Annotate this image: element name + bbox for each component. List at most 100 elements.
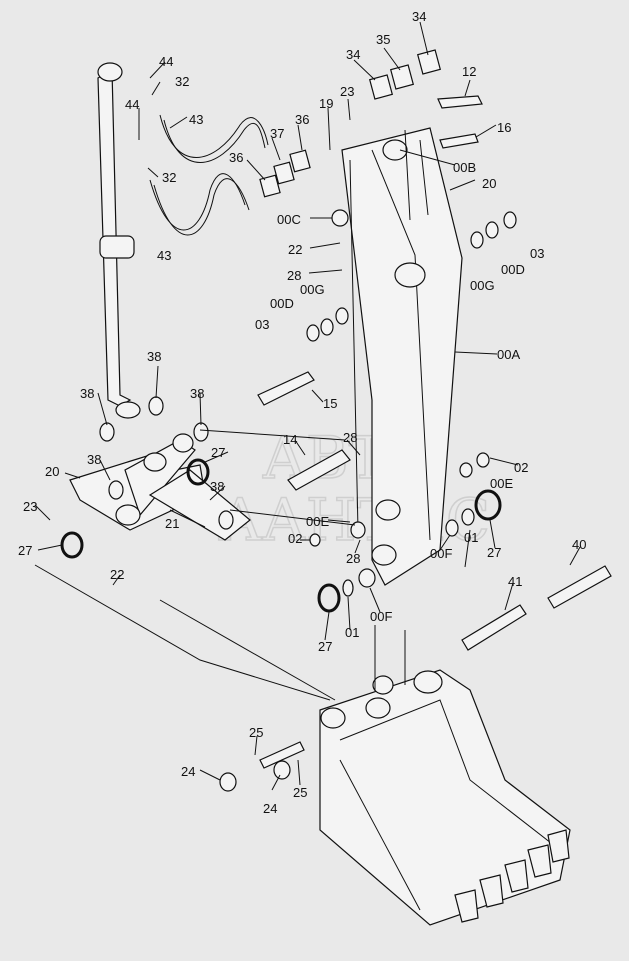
callout-01: 01 <box>464 530 478 545</box>
callout-01: 01 <box>345 625 359 640</box>
callouts: 34 35 34 12 16 44 32 44 43 19 23 37 36 3… <box>18 9 586 816</box>
bucket-shell <box>319 669 571 926</box>
pin-14 <box>287 449 351 491</box>
ring-00Fa <box>445 519 459 537</box>
ring-03a <box>306 324 320 342</box>
callout-00D: 00D <box>270 296 294 311</box>
ring-00Ga <box>335 307 349 325</box>
callout-27: 27 <box>487 545 501 560</box>
bucket-boss-2 <box>365 697 391 719</box>
callout-00E: 00E <box>306 514 329 529</box>
bucket-boss-3 <box>372 675 394 695</box>
washer-38e <box>218 510 234 530</box>
oring-27b <box>474 489 502 521</box>
callout-23: 23 <box>23 499 37 514</box>
bucket-cylinder <box>97 62 141 419</box>
callout-27: 27 <box>318 639 332 654</box>
callout-27: 27 <box>18 543 32 558</box>
callout-02: 02 <box>514 460 528 475</box>
callout-35: 35 <box>376 32 390 47</box>
callout-00E: 00E <box>490 476 513 491</box>
callout-36: 36 <box>295 112 309 127</box>
ring-24b <box>273 760 291 780</box>
callout-12: 12 <box>462 64 476 79</box>
shim-34a <box>368 74 394 100</box>
callout-28: 28 <box>287 268 301 283</box>
callout-00B: 00B <box>453 160 476 175</box>
leaders <box>34 21 581 791</box>
guide-link <box>124 439 196 517</box>
cylinder-rod-eye <box>115 401 141 419</box>
callout-40: 40 <box>572 537 586 552</box>
callout-24: 24 <box>263 801 277 816</box>
callout-21: 21 <box>165 516 179 531</box>
hoses <box>149 114 269 236</box>
arm-edges <box>349 149 431 541</box>
ring-01a <box>461 508 475 526</box>
callout-19: 19 <box>319 96 333 111</box>
ring-00Eb <box>350 521 366 539</box>
bucket-teeth <box>454 829 570 923</box>
leader-lines <box>34 21 581 791</box>
washer-38a <box>99 422 115 442</box>
callout-38: 38 <box>210 479 224 494</box>
ring-00Da <box>320 318 334 336</box>
connector-2 <box>34 564 331 701</box>
callout-38: 38 <box>80 386 94 401</box>
callout-38: 38 <box>147 349 161 364</box>
arm-pin-boss <box>331 209 349 227</box>
callout-24: 24 <box>181 764 195 779</box>
link-boss-1 <box>115 504 141 526</box>
callout-00G: 00G <box>300 282 325 297</box>
arm-body <box>341 127 463 586</box>
arm-tip-boss <box>371 544 397 566</box>
arm-top-boss <box>382 139 408 161</box>
pin-12 <box>437 95 483 109</box>
oring-27c <box>317 583 341 613</box>
shim-36b <box>289 149 311 173</box>
callout-25: 25 <box>249 725 263 740</box>
callout-37: 37 <box>270 126 284 141</box>
cylinder-eye <box>97 62 123 82</box>
callout-36: 36 <box>229 150 243 165</box>
callout-22: 22 <box>110 567 124 582</box>
callout-38: 38 <box>87 452 101 467</box>
oring-27d <box>60 531 84 559</box>
ring-01b <box>342 579 354 597</box>
callout-03: 03 <box>255 317 269 332</box>
cylinder-head <box>99 235 135 259</box>
callout-23: 23 <box>340 84 354 99</box>
callout-20: 20 <box>45 464 59 479</box>
bucket-boss-4 <box>413 670 443 694</box>
callout-00F: 00F <box>370 609 392 624</box>
ring-00Fb <box>358 568 376 588</box>
callout-28: 28 <box>346 551 360 566</box>
callout-32: 32 <box>162 170 176 185</box>
bucket-edges <box>339 699 561 911</box>
callout-20: 20 <box>482 176 496 191</box>
ring-02b <box>309 533 321 547</box>
pin-16 <box>439 133 479 149</box>
callout-34: 34 <box>412 9 426 24</box>
callout-43: 43 <box>157 248 171 263</box>
callout-02: 02 <box>288 531 302 546</box>
pin-41 <box>461 604 527 651</box>
callout-27: 27 <box>211 445 225 460</box>
callout-34: 34 <box>346 47 360 62</box>
arm-lower-boss <box>375 499 401 521</box>
washer-38b <box>148 396 164 416</box>
callout-00A: 00A <box>497 347 520 362</box>
washer-38c <box>193 422 209 442</box>
callout-16: 16 <box>497 120 511 135</box>
callout-43: 43 <box>189 112 203 127</box>
hose-upper <box>159 114 269 158</box>
arm-assembly <box>331 127 463 586</box>
callout-15: 15 <box>323 396 337 411</box>
pins <box>257 95 612 769</box>
callout-44: 44 <box>159 54 173 69</box>
ring-00Gb <box>470 231 484 249</box>
shim-37 <box>273 161 295 185</box>
arm-top-plates <box>404 129 429 221</box>
callout-03: 03 <box>530 246 544 261</box>
